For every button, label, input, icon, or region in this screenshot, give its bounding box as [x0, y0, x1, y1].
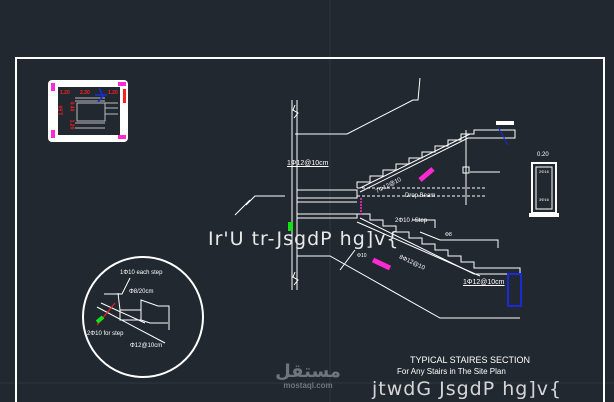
logo-url: mostaql.com	[283, 381, 333, 390]
mostaql-logo: مستقل mostaql.com	[268, 361, 348, 391]
plan-dim-1: 1.20	[60, 90, 70, 96]
drawing-subtitle: For Any Stairs in The Site Plan	[397, 367, 506, 376]
lower-beam	[507, 273, 522, 307]
detail-main-bar: Φ12@10cm	[130, 343, 163, 349]
garbled-text-2: jtwdG JsgdP hg]v{	[372, 378, 563, 400]
label-stirrups: 2Φ10 / Step	[395, 218, 428, 224]
plan-dim-5: 0.40	[68, 101, 75, 112]
sheet-frame	[15, 57, 605, 402]
label-beam-width: 0.20	[537, 152, 549, 158]
stair-plan-thumbnail	[48, 80, 128, 142]
label-lower-beam: 1Φ12@10cm	[463, 279, 505, 286]
plan-dim-4: 1.50	[58, 105, 65, 116]
beam-section-detail	[529, 162, 559, 217]
detail-each-step: 1Φ10 each step	[120, 270, 163, 276]
label-beam-top: 2Φ16	[539, 169, 549, 174]
label-top-bar: 1Φ12@10cm	[287, 160, 329, 167]
detail-spacing: Φ8/20cm	[129, 289, 154, 295]
step-detail-circle	[82, 256, 204, 378]
label-drop-beam: Drop Beam	[405, 193, 436, 199]
label-bar-10: Φ10	[357, 253, 367, 259]
logo-arabic: مستقل	[275, 361, 341, 382]
detail-for-step: 2Φ10 for step	[87, 331, 124, 337]
plan-dim-2: 2.30	[80, 90, 90, 96]
drawing-title: TYPICAL STAIRES SECTION	[410, 355, 531, 365]
label-beam-bottom: 3Φ16	[539, 197, 549, 202]
label-bar-8: Φ8	[445, 232, 452, 238]
garbled-text-1: Ir'U tr-JsgdP hg]v{	[208, 228, 400, 250]
plan-dim-6: 1.20	[68, 119, 75, 130]
plan-dim-3: 1.20	[108, 90, 118, 96]
stair-section	[234, 77, 521, 319]
